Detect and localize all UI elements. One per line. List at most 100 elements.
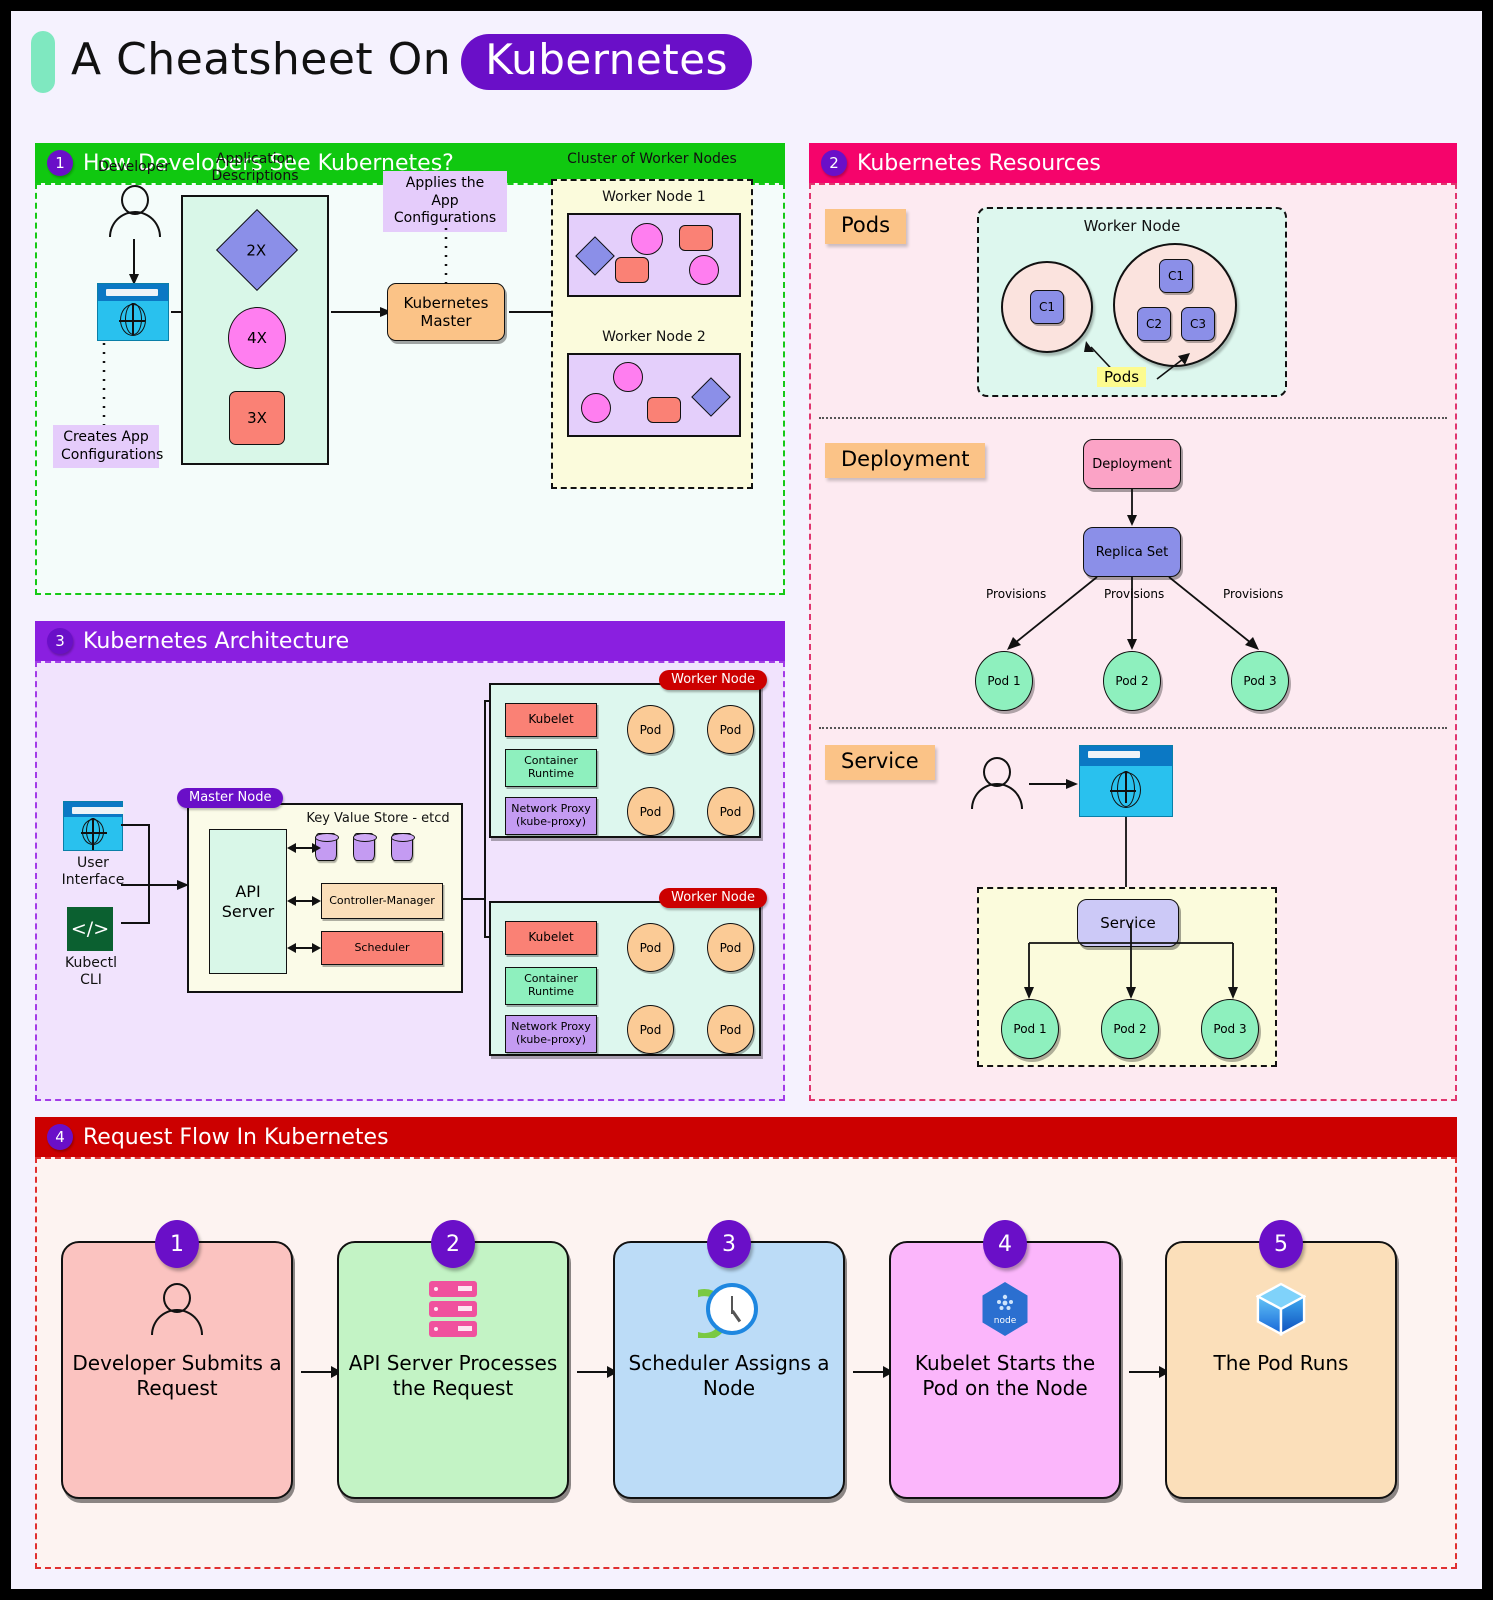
kubectl-cli-label: Kubectl CLI [65, 955, 117, 988]
service-pod-1: Pod 1 [1001, 999, 1059, 1059]
master-node-box: Master Node API Server Key Value Store -… [177, 788, 463, 993]
arch-pod-2d: Pod [707, 1005, 754, 1054]
scheduler-box: Scheduler [321, 931, 443, 965]
controller-manager-box: Controller-Manager [321, 883, 443, 919]
api-to-scheduler-arrow [287, 943, 321, 953]
api-to-controller-arrow [287, 896, 321, 906]
service-pod-2: Pod 2 [1101, 999, 1159, 1059]
wn1-shape-square-2 [615, 257, 649, 283]
app-shape-circle: 4X [228, 307, 286, 369]
service-box: Service [1077, 899, 1179, 947]
etcd-label: Key Value Store - etcd [306, 811, 450, 826]
service-pod-3: Pod 3 [1201, 999, 1259, 1059]
architecture-worker-node-1: Worker Node Kubelet Container Runtime Ne… [489, 670, 767, 838]
developer-person-icon [107, 185, 163, 237]
flow-step-5-number: 5 [1259, 1220, 1303, 1268]
section-3-number: 3 [47, 628, 73, 654]
user-interface-browser-icon [63, 801, 124, 851]
worker-node-tag-1: Worker Node [659, 670, 767, 690]
section-2-divider-1 [819, 417, 1447, 419]
cluster-box: Worker Node 1 Worker Node 2 [551, 179, 753, 489]
worker-node-2-label: Worker Node 2 [602, 329, 706, 345]
worker-node-1-box [567, 213, 741, 297]
section-3-title: Kubernetes Architecture [83, 628, 350, 654]
wn2-shape-circle-1 [613, 362, 643, 392]
developer-label: Developer [97, 159, 170, 175]
appdesc-to-master-arrow [331, 307, 392, 317]
arch-pod-2a: Pod [627, 923, 674, 972]
deployment-pod-2: Pod 2 [1103, 651, 1161, 711]
master-node-tag: Master Node [177, 788, 284, 808]
arch-pod-1c: Pod [627, 787, 674, 836]
pods-subsection-tag: Pods [825, 209, 907, 244]
arch-pod-1d: Pod [707, 787, 754, 836]
deployment-pod-1: Pod 1 [975, 651, 1033, 711]
cube-icon [1256, 1281, 1306, 1337]
title-badge: Kubernetes [461, 33, 752, 91]
arch-pod-1a: Pod [627, 705, 674, 754]
flow-arrow-2-3 [577, 1366, 618, 1378]
kubectl-cli-icon: </> [67, 907, 113, 951]
wn1-shape-diamond [575, 236, 615, 276]
worker-node-1-label: Worker Node 1 [602, 189, 706, 205]
service-browser-icon [1079, 745, 1173, 817]
title-prefix: A Cheatsheet On [71, 33, 452, 85]
section-2-number: 2 [821, 150, 847, 176]
arch-pod-1b: Pod [707, 705, 754, 754]
flow-step-2-number: 2 [431, 1220, 475, 1268]
wn2-shape-square-1 [647, 397, 681, 423]
pods-worker-node-label: Worker Node [1083, 217, 1181, 235]
app-shape-square: 3X [229, 391, 285, 445]
etcd-cylinder-2 [352, 832, 377, 861]
pods-worker-node-box: Worker Node C1 C1 C2 C3 Pods [977, 207, 1287, 397]
section-how-developers-see-kubernetes: 1 How Developers See Kubernetes? Develop… [35, 143, 785, 595]
container-c2: C2 [1137, 307, 1171, 341]
deployment-subsection-tag: Deployment [825, 443, 986, 478]
kubelet-box-1: Kubelet [505, 703, 597, 737]
pod-multi-container: C1 C2 C3 [1113, 243, 1237, 367]
flow-step-3-text: Scheduler Assigns a Node [628, 1351, 830, 1400]
flow-step-1-number: 1 [155, 1220, 199, 1268]
container-c3: C3 [1181, 307, 1215, 341]
pod-single-container: C1 [1001, 261, 1093, 353]
architecture-worker-node-2: Worker Node Kubelet Container Runtime Ne… [489, 888, 767, 1056]
section-1-number: 1 [47, 150, 73, 176]
kubernetes-node-icon: node [980, 1281, 1030, 1337]
provisions-label-2: Provisions [1104, 587, 1165, 601]
section-4-number: 4 [47, 1124, 73, 1150]
deployment-to-replicaset-arrow [1127, 489, 1137, 526]
section-1-body: Developer Creates App Configurations [35, 151, 785, 595]
applies-app-configurations-note: Applies the App Configurations [383, 171, 507, 232]
container-runtime-box-2: Container Runtime [505, 967, 597, 1005]
flow-step-3-card[interactable]: 3 Scheduler Assigns a Node [613, 1220, 845, 1499]
developer-to-browser-arrow [129, 239, 139, 285]
replicaset-to-pods-arrows [1007, 577, 1259, 650]
section-3-header: 3 Kubernetes Architecture [35, 621, 785, 661]
flow-step-4-card[interactable]: 4 node Kubelet Starts the Pod on the Nod… [889, 1220, 1121, 1499]
flow-step-1-card[interactable]: 1 Developer Submits a Request [61, 1220, 293, 1499]
arch-pod-2c: Pod [627, 1005, 674, 1054]
network-proxy-box-1: Network Proxy (kube-proxy) [505, 797, 597, 835]
section-kubernetes-resources: 2 Kubernetes Resources Pods Worker Node … [809, 143, 1457, 1101]
section-2-body: Pods Worker Node C1 C1 C2 C3 Pods [809, 183, 1457, 1101]
section-3-body: User Interface </> Kubectl CLI Master No… [35, 661, 785, 1101]
worker-node-2-box [567, 353, 741, 437]
kubelet-box-2: Kubelet [505, 921, 597, 955]
app-shape-diamond: 2X [215, 208, 299, 292]
flow-step-4-number: 4 [983, 1220, 1027, 1268]
service-user-person-icon [969, 757, 1025, 809]
wn1-shape-circle-1 [631, 223, 663, 255]
user-interface-label: User Interface [61, 855, 125, 888]
flow-step-5-card[interactable]: 5 [1165, 1220, 1397, 1499]
flow-step-5-text: The Pod Runs [1213, 1351, 1349, 1375]
flow-arrow-3-4 [853, 1366, 894, 1378]
pods-callout-label: Pods [1097, 367, 1147, 387]
browser-icon [97, 283, 169, 341]
flow-step-2-card[interactable]: 2 API Server Processes the Request [337, 1220, 569, 1499]
section-4-body: 1 Developer Submits a Request 2 API Serv… [35, 1157, 1457, 1569]
kubernetes-node-icon-label: node [993, 1316, 1017, 1326]
flow-step-4-text: Kubelet Starts the Pod on the Node [914, 1351, 1096, 1400]
wn2-shape-diamond [691, 377, 731, 417]
